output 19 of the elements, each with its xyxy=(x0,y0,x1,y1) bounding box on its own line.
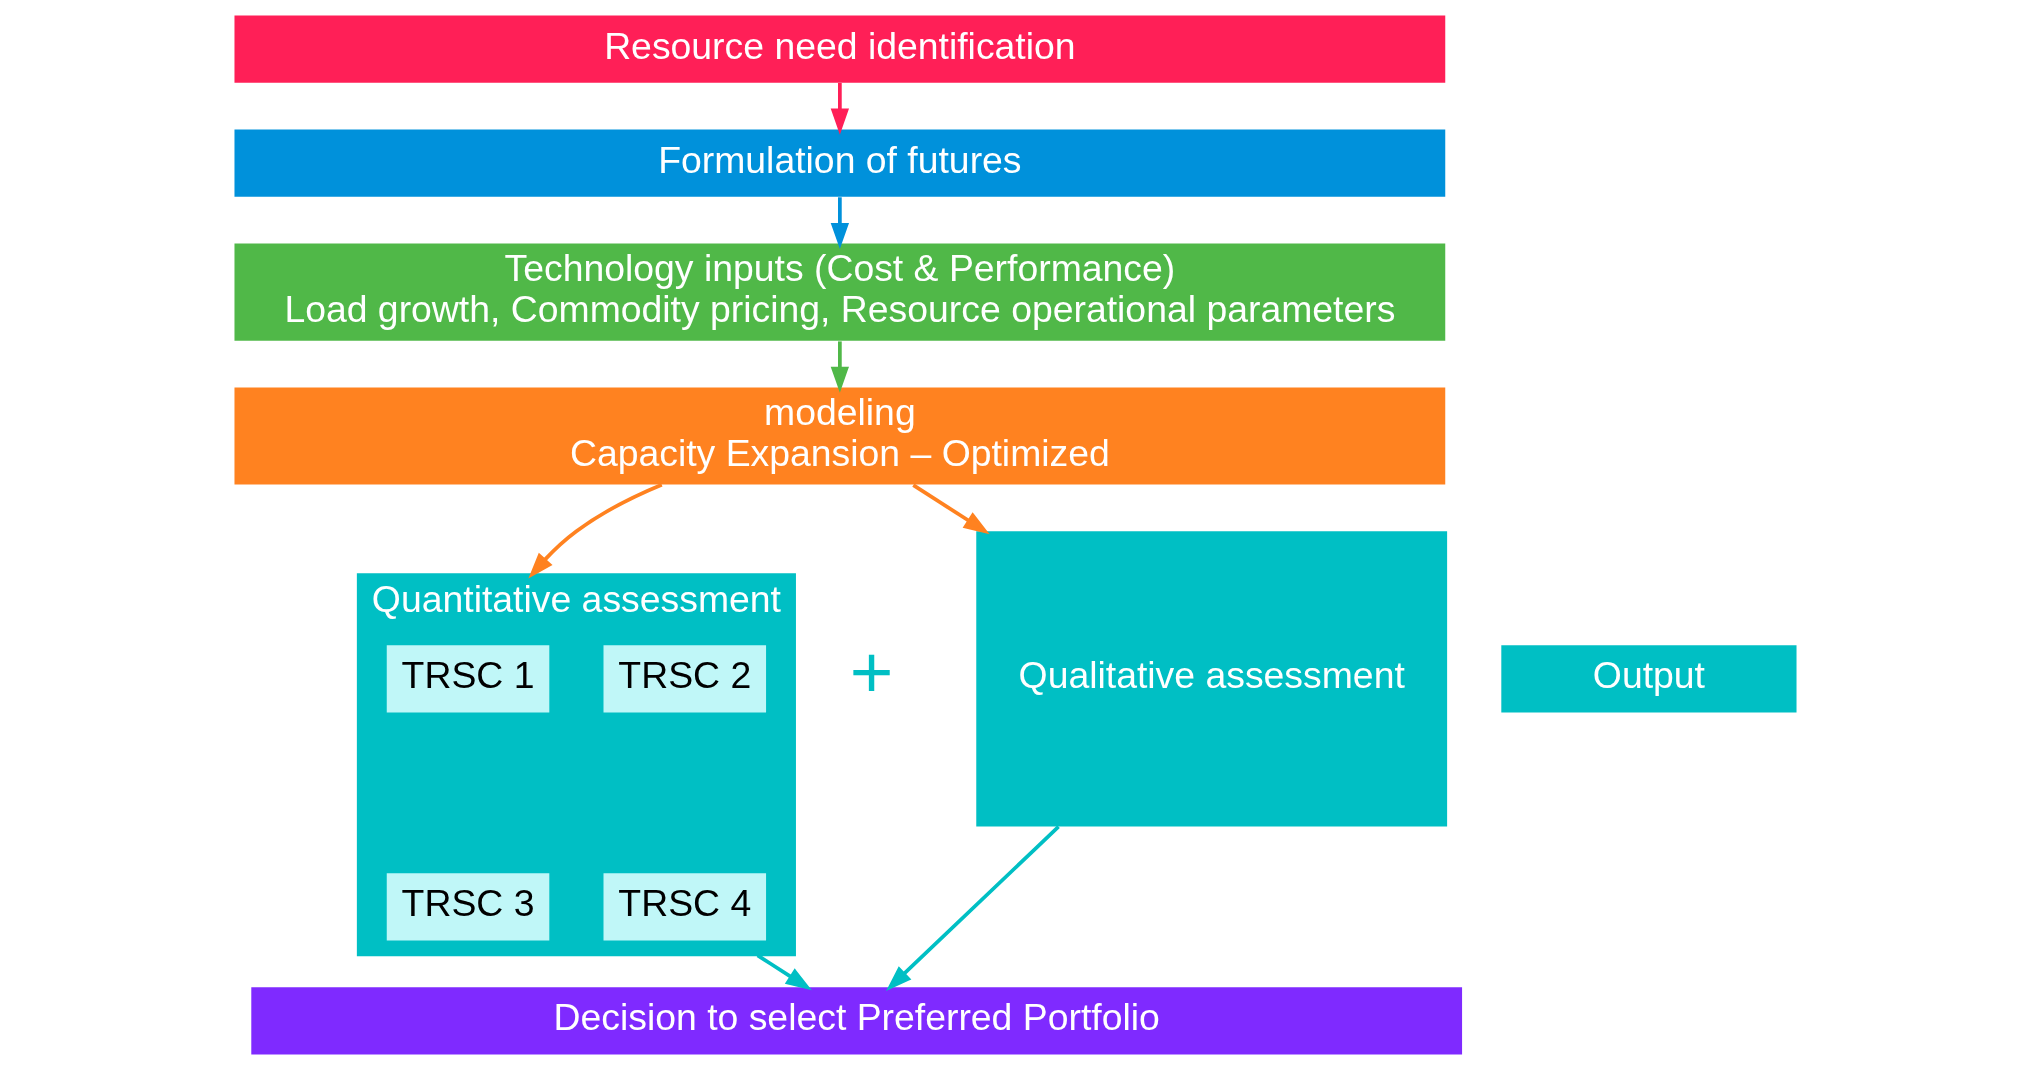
node-box: Decision to select Preferred Portfolio xyxy=(251,987,1463,1055)
node-box: TRSC 1 xyxy=(386,645,550,713)
arrow xyxy=(756,953,812,991)
arrow xyxy=(830,197,850,250)
node-box: Qualitative assessment xyxy=(976,531,1448,827)
node-box: Resource need identification xyxy=(234,15,1446,83)
node-box: TRSC 2 xyxy=(603,645,767,713)
label: + xyxy=(849,629,894,714)
node-box: modeling Capacity Expansion – Optimized xyxy=(234,387,1446,485)
arrow xyxy=(886,825,1060,991)
arrow xyxy=(830,341,850,393)
arrow xyxy=(528,482,663,579)
node-box: TRSC 3 xyxy=(386,873,550,941)
node-box: Technology inputs (Cost & Performance) Load growth, Commodity pricing, Resource operational parameters xyxy=(234,243,1446,341)
arrow xyxy=(830,82,850,135)
arrow xyxy=(912,483,990,535)
node-box: TRSC 4 xyxy=(603,873,767,941)
node-box: Output xyxy=(1501,645,1797,713)
node-box: Formulation of futures xyxy=(234,129,1446,197)
